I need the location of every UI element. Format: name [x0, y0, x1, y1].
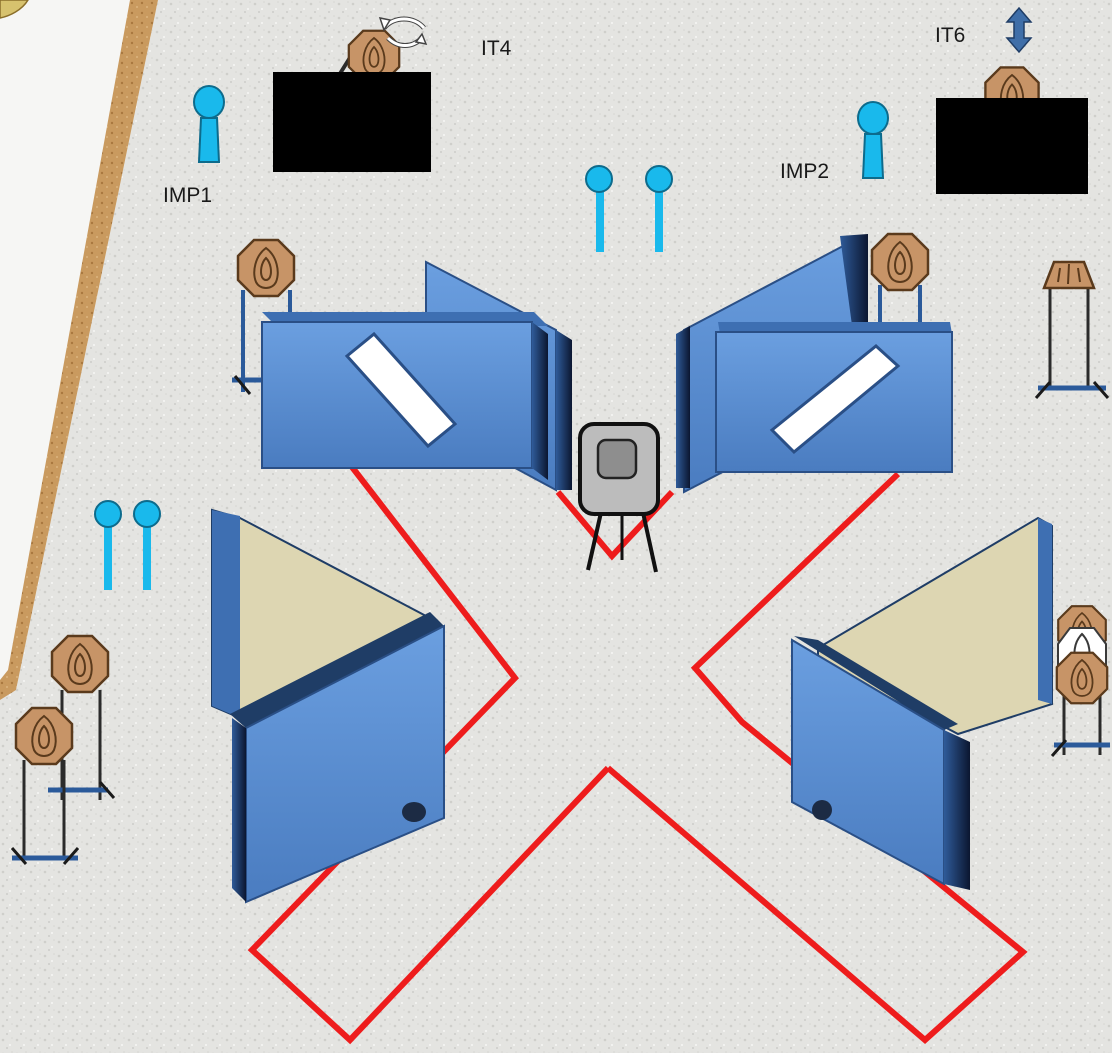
center-prop-on-tripod [578, 422, 660, 573]
berm-edge [0, 0, 158, 700]
target-far-right [1034, 260, 1110, 399]
center-poppers [585, 165, 673, 252]
up-down-arrow-icon [1005, 6, 1033, 54]
imp2-label: IMP2 [780, 160, 829, 183]
it6-label: IT6 [935, 24, 965, 47]
barricade-upper-left [261, 260, 572, 492]
it4-label: IT4 [481, 37, 512, 60]
it4-cover-black [273, 72, 431, 172]
targets-lower-right [1050, 605, 1110, 757]
rotate-arrow-icon [378, 16, 428, 48]
shooting-box-left-arm [247, 443, 611, 1045]
left-poppers [94, 500, 161, 590]
wall-lower-left [211, 508, 445, 904]
imp1-popper [193, 85, 225, 163]
berm-emblem [0, 0, 29, 19]
imp1-label: IMP1 [163, 184, 212, 207]
targets-lower-left [10, 634, 116, 865]
imp2-popper [857, 101, 889, 179]
target-upper-left [232, 238, 296, 395]
it6-cover-black [936, 98, 1088, 194]
barricade-upper-right [676, 234, 953, 494]
wall-lower-right [791, 516, 1053, 890]
